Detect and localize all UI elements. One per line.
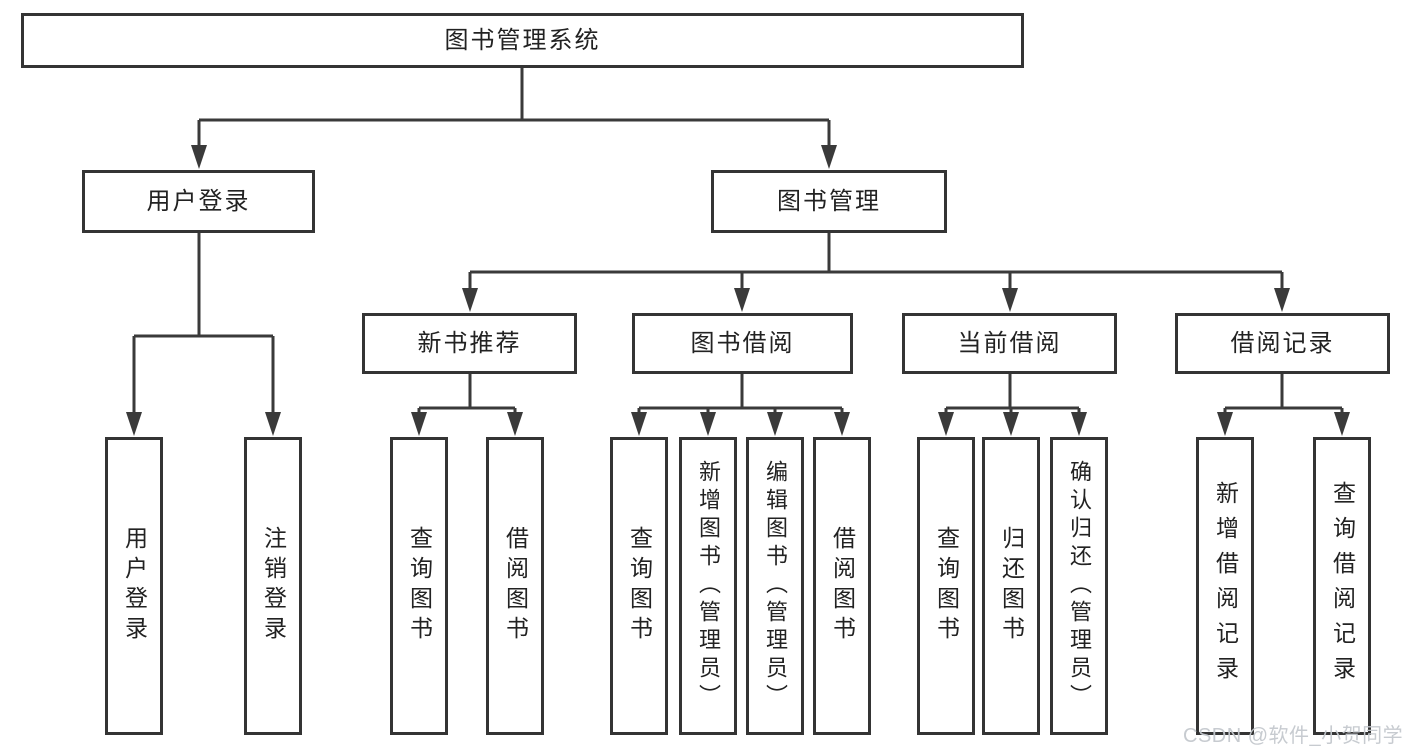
node-label: 图书管理系统 — [444, 26, 601, 54]
node-label: 借阅记录 — [1230, 329, 1335, 357]
node-label: 借阅图书 — [502, 526, 529, 646]
node-user-login: 用户登录 — [82, 170, 315, 233]
node-label: 新书推荐 — [417, 329, 522, 357]
node-label: 新增借阅记录 — [1212, 481, 1239, 691]
node-label: 图书借阅 — [690, 329, 795, 357]
leaf-query-books: 查询图书 — [390, 437, 448, 735]
node-label: 编辑图书（管理员） — [763, 460, 788, 712]
node-label: 新增图书（管理员） — [696, 460, 721, 712]
node-label: 查询借阅记录 — [1329, 481, 1356, 691]
leaf-edit-books-admin: 编辑图书（管理员） — [746, 437, 804, 735]
leaf-borrow-books: 借阅图书 — [486, 437, 544, 735]
connector-book-management — [468, 233, 1284, 296]
leaf-query-borrow-record: 查询借阅记录 — [1313, 437, 1371, 735]
connector-root — [197, 68, 831, 151]
connector-borrow-records — [1223, 374, 1344, 420]
leaf-borrow-books: 借阅图书 — [813, 437, 871, 735]
leaf-query-books: 查询图书 — [917, 437, 975, 735]
node-book-borrow: 图书借阅 — [632, 313, 853, 374]
node-new-book-recommend: 新书推荐 — [362, 313, 577, 374]
node-label: 查询图书 — [626, 526, 653, 646]
node-current-borrow: 当前借阅 — [902, 313, 1117, 374]
node-label: 图书管理 — [777, 187, 881, 215]
leaf-query-books: 查询图书 — [610, 437, 668, 735]
leaf-add-books-admin: 新增图书（管理员） — [679, 437, 737, 735]
node-label: 注销登录 — [260, 526, 287, 646]
leaf-user-login: 用户登录 — [105, 437, 163, 735]
node-label: 归还图书 — [998, 526, 1025, 646]
connector-book-borrow — [637, 374, 844, 420]
leaf-add-borrow-record: 新增借阅记录 — [1196, 437, 1254, 735]
node-label: 查询图书 — [406, 526, 433, 646]
arrowheads — [126, 145, 1350, 436]
connector-new-book-recommend — [417, 374, 517, 420]
node-book-management: 图书管理 — [711, 170, 947, 233]
leaf-return-books: 归还图书 — [982, 437, 1040, 735]
node-label: 查询图书 — [933, 526, 960, 646]
connector-user-login — [132, 233, 275, 418]
node-label: 借阅图书 — [829, 526, 856, 646]
node-label: 当前借阅 — [957, 329, 1062, 357]
node-label: 用户登录 — [121, 526, 148, 646]
node-root: 图书管理系统 — [21, 13, 1024, 68]
node-label: 确认归还（管理员） — [1067, 460, 1092, 712]
node-borrow-records: 借阅记录 — [1175, 313, 1390, 374]
node-label: 用户登录 — [146, 187, 251, 215]
leaf-confirm-return-admin: 确认归还（管理员） — [1050, 437, 1108, 735]
leaf-logout: 注销登录 — [244, 437, 302, 735]
watermark: CSDN @软件_小贺同学 — [1183, 725, 1404, 747]
